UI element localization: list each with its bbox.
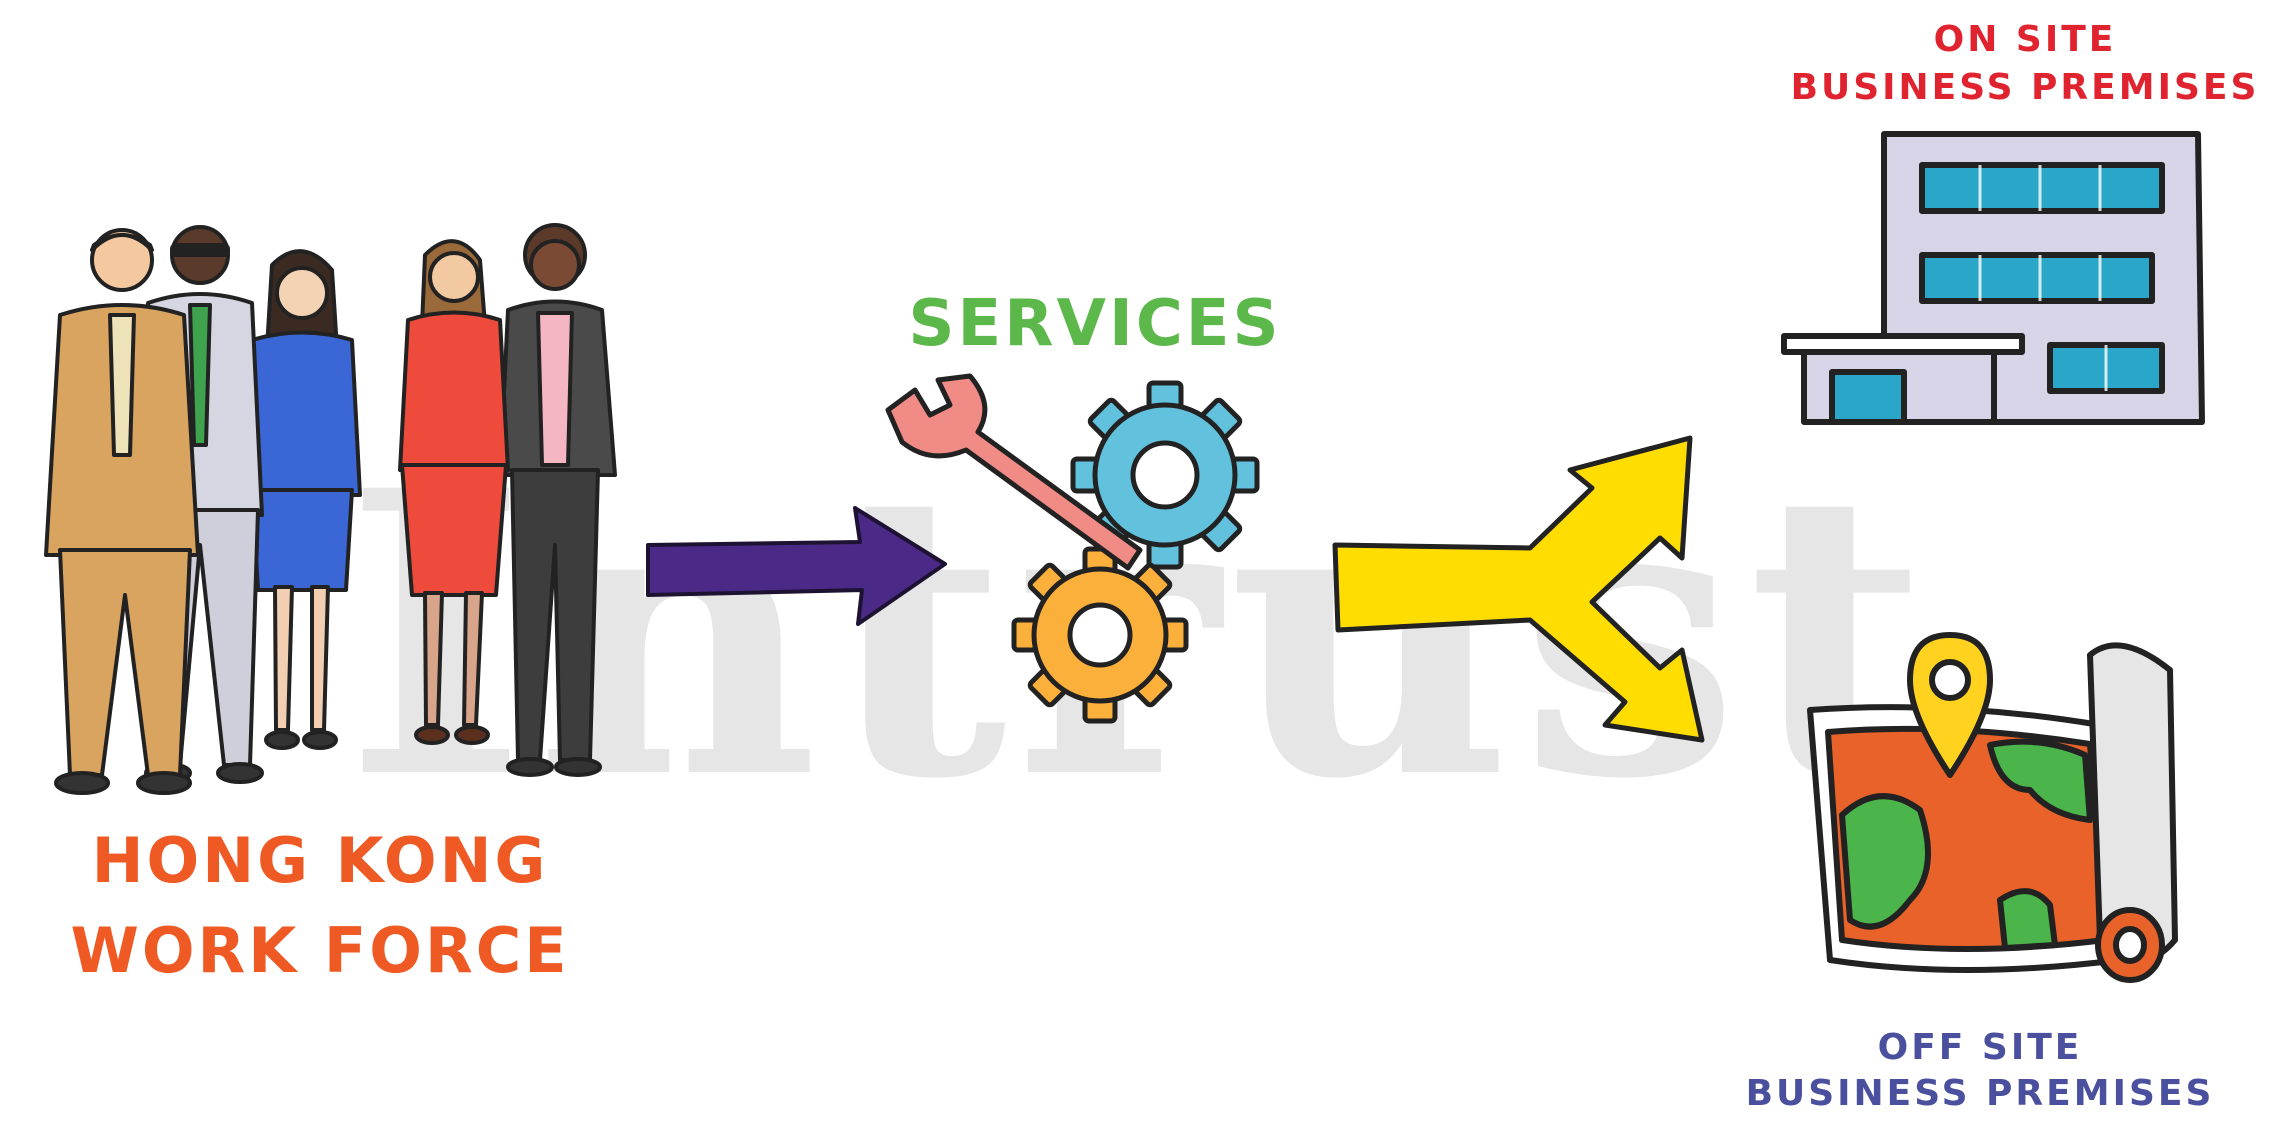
office-building-icon [1781, 131, 2205, 425]
business-people-group-icon [44, 223, 617, 795]
wrench-gears-icon [885, 373, 1260, 724]
workforce-label-line2: WORK FORCE [70, 914, 570, 987]
offsite-label-line2: BUSINESS PREMISES [1745, 1073, 2215, 1114]
onsite-label-line2: BUSINESS PREMISES [1790, 67, 2260, 108]
split-arrow-icon [1332, 435, 1705, 743]
right-arrow-icon [646, 506, 947, 626]
onsite-label-line1: ON SITE [1933, 19, 2117, 60]
services-label: SERVICES [908, 287, 1282, 361]
workforce-label-line1: HONG KONG [91, 824, 549, 897]
location-map-icon [1807, 632, 2178, 983]
offsite-label-line1: OFF SITE [1877, 1027, 2083, 1068]
